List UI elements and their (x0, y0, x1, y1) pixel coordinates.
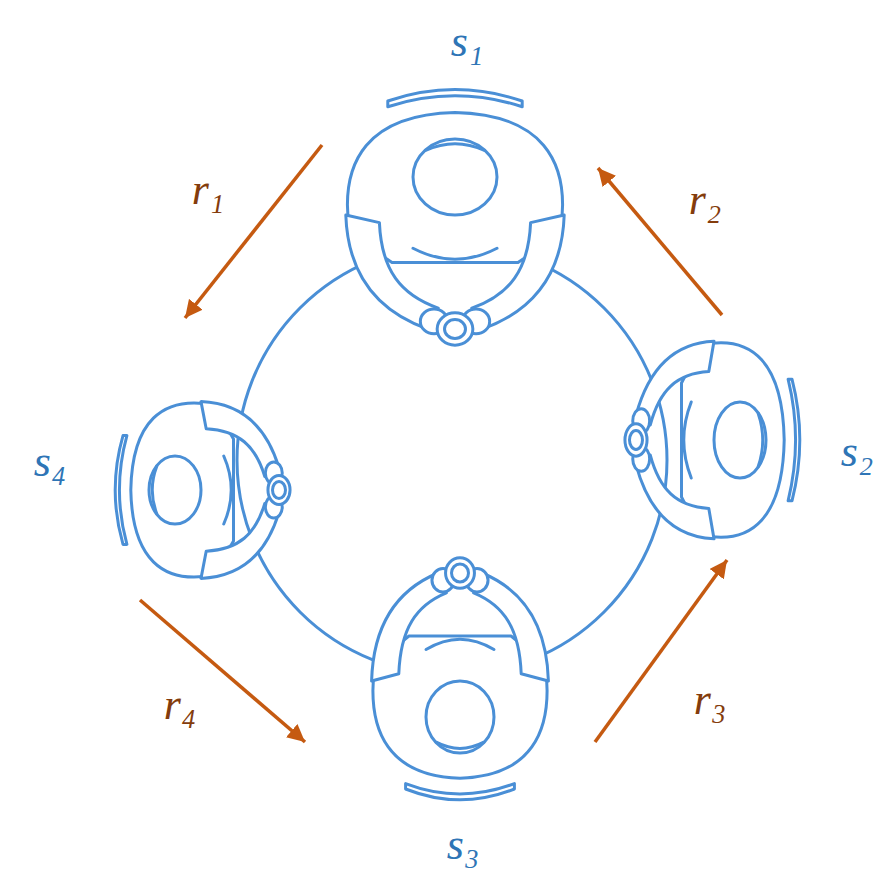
person-figure (346, 90, 564, 346)
edge-label: r₄ (164, 683, 196, 727)
person-figure (625, 341, 800, 539)
flow-arrow (598, 168, 722, 315)
edge-label: r₂ (689, 178, 721, 222)
seat-person: s₄ (25, 318, 300, 600)
flow-arrow (140, 600, 305, 742)
flow-arrow (595, 560, 727, 742)
seat-person: s₃ (305, 540, 595, 870)
person-figure (372, 558, 549, 800)
edge-label: r₃ (694, 678, 726, 722)
seat-label: s₂ (841, 430, 873, 474)
seat-person: s₂ (600, 315, 875, 560)
seat-label: s₁ (451, 20, 483, 64)
seat-person: s₁ (322, 15, 598, 375)
seat-label: s₄ (34, 440, 66, 484)
round-table (237, 245, 667, 675)
flow-arrow (185, 145, 322, 318)
seat-label: s₃ (447, 823, 479, 867)
person-figure (115, 402, 290, 579)
edge-label: r₁ (192, 168, 224, 212)
